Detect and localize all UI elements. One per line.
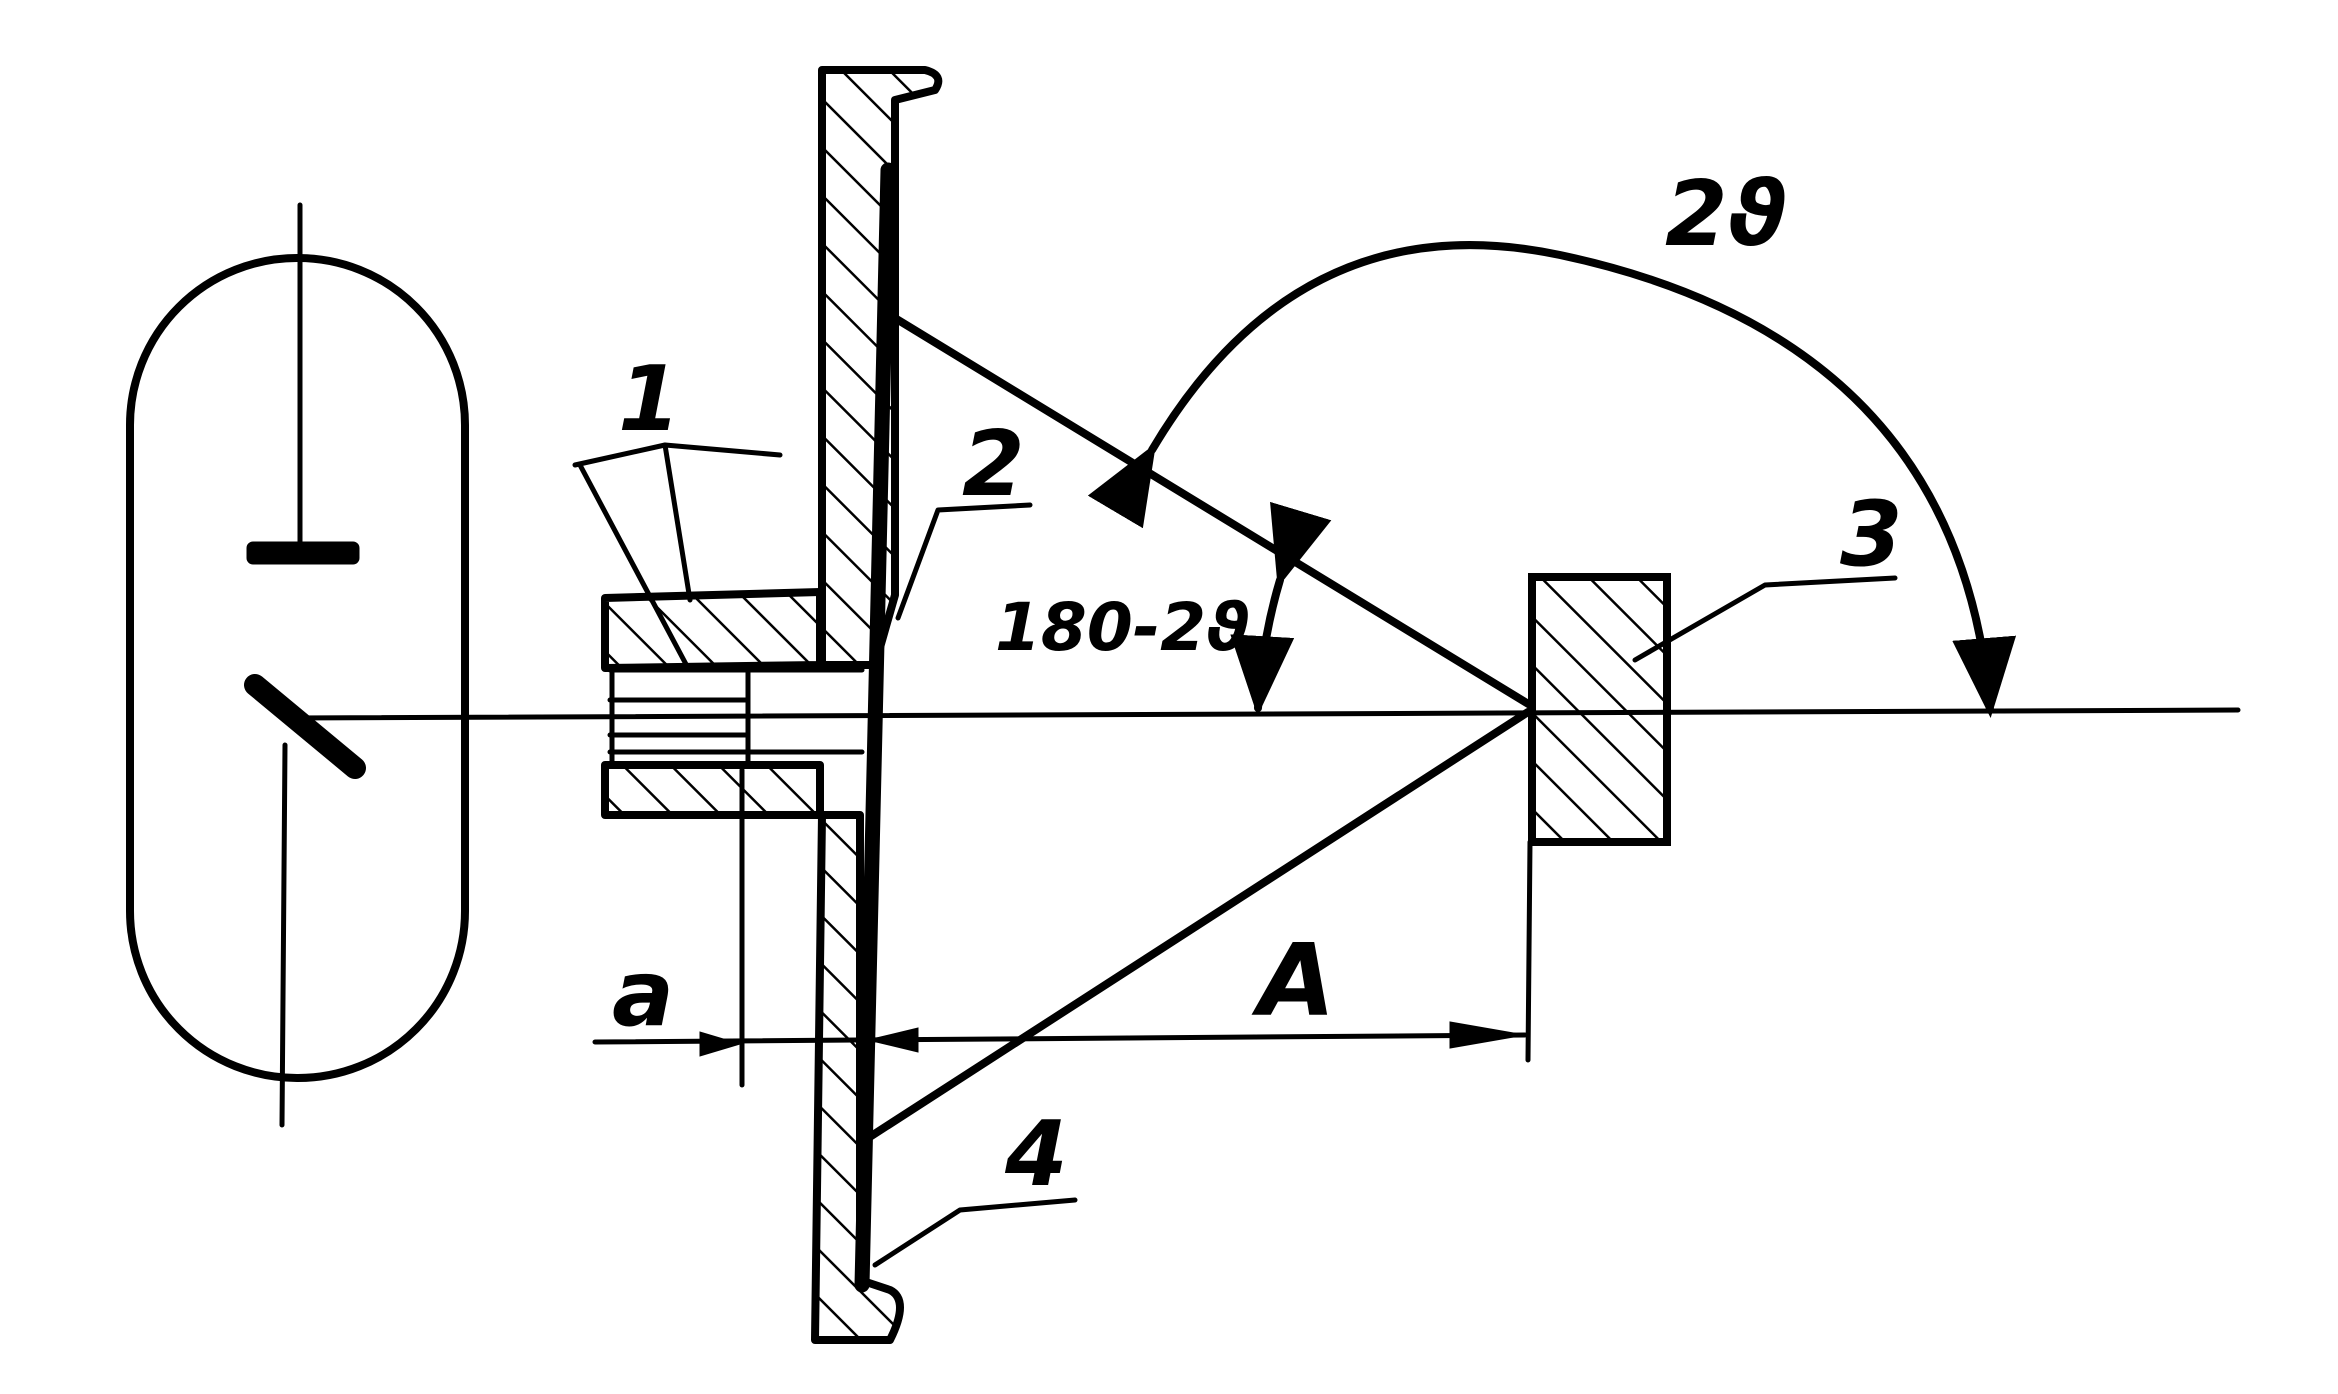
leader-part-4 <box>872 1197 1078 1268</box>
collimator-lower-wall <box>601 761 824 819</box>
label-dim-a: a <box>612 940 674 1047</box>
label-dim-A: A <box>1251 922 1335 1039</box>
film-plate <box>854 162 896 1293</box>
diffracted-ray-lower <box>858 708 1532 1146</box>
camera-lower-flange <box>811 811 904 1344</box>
xray-tube <box>126 202 469 1128</box>
angle-2theta-arc <box>1087 241 2017 718</box>
leader-part-3 <box>1632 575 1898 663</box>
label-part-4: 4 <box>1004 1102 1068 1207</box>
dim-A-arrow <box>1449 1021 1526 1049</box>
leader-part-2 <box>895 502 1033 621</box>
label-part-3: 3 <box>1840 482 1903 587</box>
sample-holder <box>1528 573 1671 846</box>
dim-a-right-arrow <box>867 1027 919 1053</box>
tube-vertical-axis-lower <box>279 742 288 1128</box>
primary-beam-axis <box>287 707 2241 721</box>
collimator <box>601 588 824 819</box>
label-part-2: 2 <box>962 412 1025 517</box>
angle-180-minus-2theta-arc <box>1230 501 1332 716</box>
tube-anode-target <box>244 674 366 779</box>
label-angle-2theta: 2ϑ <box>1665 162 1787 267</box>
label-part-1: 1 <box>618 347 681 452</box>
dim-line <box>592 1032 1528 1045</box>
dim-a-arrow <box>699 1031 742 1057</box>
tube-cathode-bar <box>246 541 360 565</box>
camera-body <box>745 66 943 1344</box>
label-angle-180-minus-2theta: 180-2ϑ <box>995 589 1250 666</box>
collimator-upper-wall <box>601 588 824 672</box>
